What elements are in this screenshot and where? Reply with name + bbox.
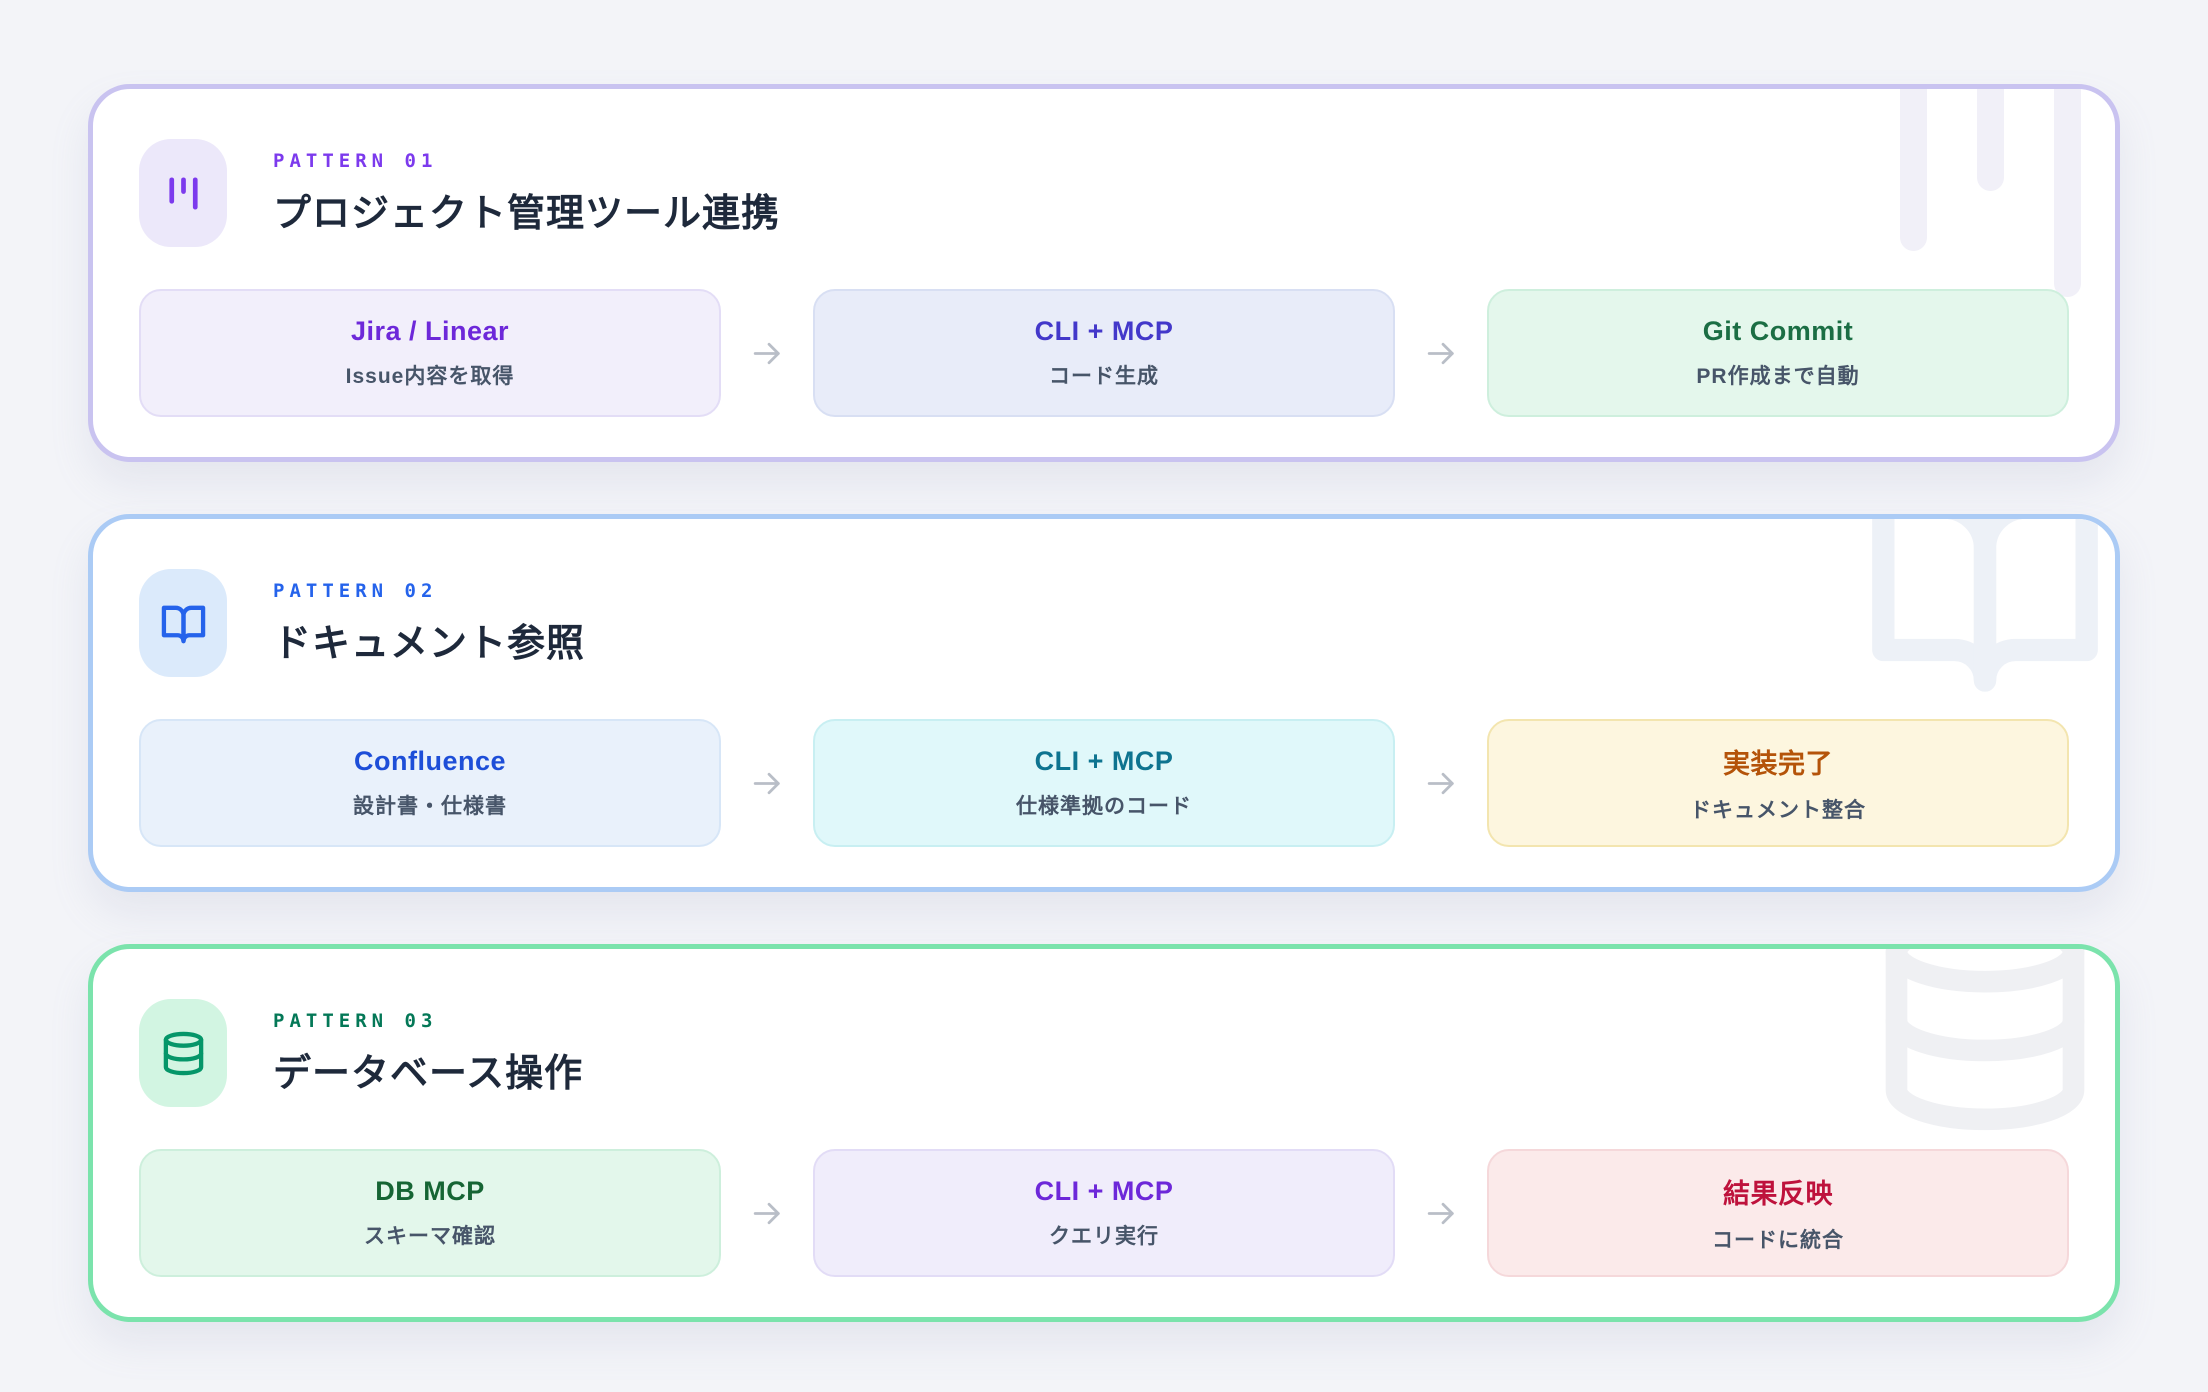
flow-step: CLI + MCP 仕様準拠のコード [813,719,1395,847]
database-icon [163,1031,203,1075]
pattern-icon-tile [139,139,227,247]
arrow-right-icon [721,1195,813,1232]
flow-step: DB MCP スキーマ確認 [139,1149,721,1277]
pattern-label: PATTERN 03 [273,1009,438,1032]
step-subtitle: クエリ実行 [1049,1225,1159,1248]
arrow-right-icon [1395,765,1487,802]
step-title: Confluence [353,746,506,776]
step-title: CLI + MCP [1034,316,1174,346]
step-title: DB MCP [375,1176,485,1206]
pattern-icon-tile [139,999,227,1107]
pattern-label: PATTERN 02 [273,579,438,602]
step-subtitle: スキーマ確認 [364,1225,496,1248]
flow-step: 実装完了 ドキュメント整合 [1487,719,2069,847]
arrow-right-icon [721,765,813,802]
step-title: 実装完了 [1723,749,1833,779]
flow-step: CLI + MCP コード生成 [813,289,1395,417]
step-subtitle: PR作成まで自動 [1696,365,1860,388]
book-open-icon [161,605,205,643]
flow-row: DB MCP スキーマ確認 CLI + MCP クエリ実行 結果反映 コードに統… [139,1149,2069,1277]
arrow-right-icon [721,335,813,372]
flow-step: Git Commit PR作成まで自動 [1487,289,2069,417]
pattern-title: データベース操作 [273,1052,584,1095]
flow-step: Confluence 設計書・仕様書 [139,719,721,847]
flow-step: 結果反映 コードに統合 [1487,1149,2069,1277]
arrow-right-icon [1395,335,1487,372]
step-title: CLI + MCP [1034,1176,1174,1206]
pattern-card-03: PATTERN 03 データベース操作 DB MCP スキーマ確認 CLI + … [88,944,2120,1322]
pattern-label: PATTERN 01 [273,149,438,172]
step-subtitle: Issue内容を取得 [345,365,515,388]
pattern-card-02: PATTERN 02 ドキュメント参照 Confluence 設計書・仕様書 C… [88,514,2120,892]
arrow-right-icon [1395,1195,1487,1232]
step-subtitle: 仕様準拠のコード [1016,795,1192,818]
pattern-title: ドキュメント参照 [273,622,586,665]
flow-step: Jira / Linear Issue内容を取得 [139,289,721,417]
step-title: 結果反映 [1723,1179,1833,1209]
step-subtitle: ドキュメント整合 [1690,799,1866,822]
kanban-icon [168,176,198,210]
step-title: Git Commit [1702,316,1854,346]
pattern-card-01: PATTERN 01 プロジェクト管理ツール連携 Jira / Linear I… [88,84,2120,462]
step-subtitle: 設計書・仕様書 [353,795,507,818]
step-subtitle: コード生成 [1049,365,1159,388]
flow-step: CLI + MCP クエリ実行 [813,1149,1395,1277]
step-title: CLI + MCP [1034,746,1174,776]
flow-row: Jira / Linear Issue内容を取得 CLI + MCP コード生成… [139,289,2069,417]
pattern-icon-tile [139,569,227,677]
flow-row: Confluence 設計書・仕様書 CLI + MCP 仕様準拠のコード 実装… [139,719,2069,847]
step-title: Jira / Linear [350,316,510,346]
pattern-title: プロジェクト管理ツール連携 [273,192,781,235]
step-subtitle: コードに統合 [1712,1229,1844,1252]
